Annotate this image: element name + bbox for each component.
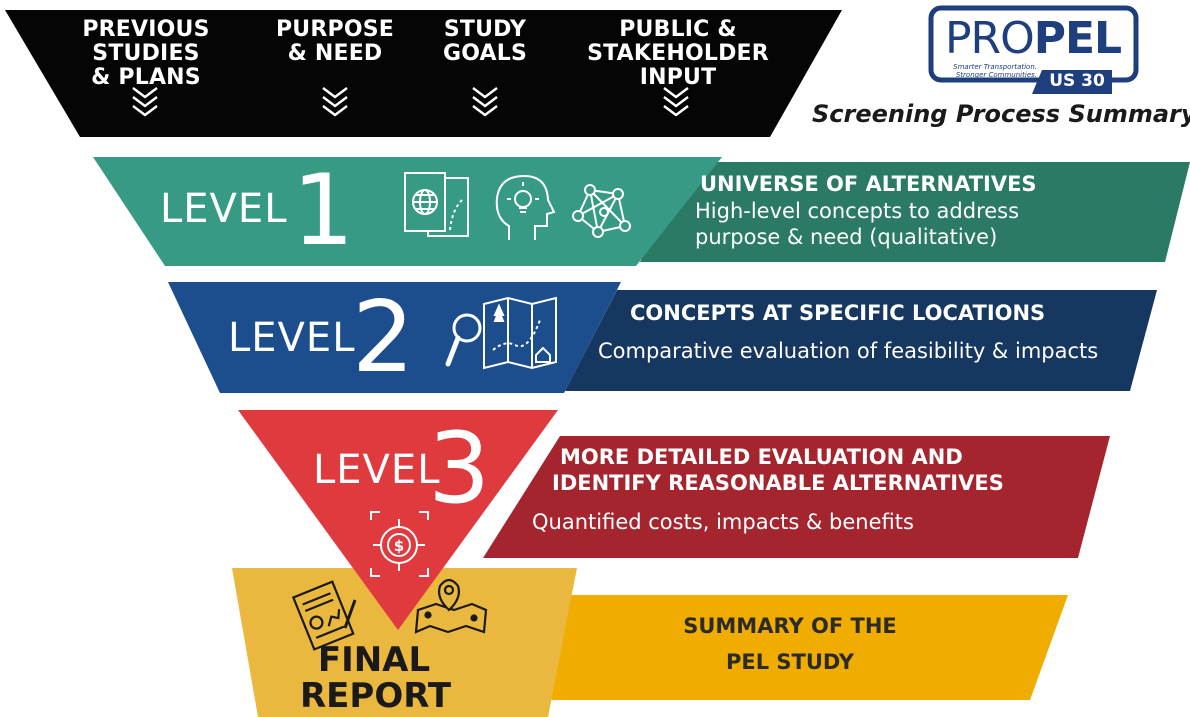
level2-label: LEVEL [228,315,356,361]
brand-name-pro: PRO [945,13,1035,64]
magnifier-icon [445,313,482,367]
final-summary-line: SUMMARY OF THE [683,614,897,638]
final-summary-line: PEL STUDY [725,650,855,674]
final-summary: SUMMARY OF THE PEL STUDY [640,608,940,680]
level3-label: LEVEL [313,447,441,493]
level2-banner [565,290,1157,391]
brand-tagline: Smarter Transportation. Stronger Communi… [935,63,1037,79]
header-band [5,10,842,137]
level3-title-line: IDENTIFY REASONABLE ALTERNATIVES [552,471,1004,495]
header-item-previous-studies: PREVIOUS STUDIES & PLANS [30,18,262,90]
level2-desc: Comparative evaluation of feasibility & … [598,339,1099,363]
chevron-down-icon [322,87,348,117]
dollar-glyph: $ [394,537,404,555]
level3-banner [483,436,1110,558]
tagline-line: Smarter Transportation. [953,63,1037,71]
header-item-line: STUDY [443,17,527,42]
level1-number: 1 [292,154,355,268]
final-report-line: REPORT [300,676,452,716]
final-banner [525,595,1068,700]
target-dollar-icon [370,511,429,577]
level1-title: UNIVERSE OF ALTERNATIVES [700,172,1037,196]
header-item-line: GOALS [442,41,528,66]
header-item-line: STAKEHOLDER INPUT [587,41,769,90]
brand-name-pel: PEL [1033,13,1122,64]
header-item-line: PREVIOUS STUDIES [82,17,210,66]
page-subtitle: Screening Process Summary [812,100,1190,128]
level3-title-line: MORE DETAILED EVALUATION AND [560,445,963,469]
chevron-down-icon [663,87,689,117]
level2-title: CONCEPTS AT SPECIFIC LOCATIONS [630,301,1046,325]
tagline-line: Stronger Communities. [955,71,1037,79]
globe-document-icon [404,172,469,237]
level3-desc: Quantified costs, impacts & benefits [532,510,914,534]
level1-funnel [93,157,722,266]
level1-label: LEVEL [160,186,288,232]
header-item-line: PURPOSE [275,17,395,42]
header-item-line: PUBLIC & [619,17,737,42]
lightbulb-head-icon [495,174,556,240]
level2-number: 2 [352,281,415,395]
level1-desc: High-level concepts to address purpose &… [695,198,1019,250]
network-nodes-icon [572,184,631,238]
header-item-purpose-need: PURPOSE & NEED [270,18,400,66]
brand-route: US 30 [1049,71,1105,91]
level3-title: MORE DETAILED EVALUATION AND IDENTIFY RE… [552,444,1004,496]
level1-banner [640,162,1190,262]
chevron-down-icon [472,87,498,117]
propel-logo [928,5,1139,94]
final-report-line: FINAL [317,640,431,680]
final-report-title: FINAL REPORT [300,640,452,716]
brand-name: PROPEL [945,13,1122,64]
chevron-down-icon [132,87,158,117]
header-item-public-input: PUBLIC & STAKEHOLDER INPUT [548,18,808,90]
header-item-line: & NEED [287,41,383,66]
header-item-study-goals: STUDY GOALS [430,18,540,66]
level1-desc-line: purpose & need (qualitative) [695,225,998,249]
header-item-line: & PLANS [91,65,201,90]
level1-desc-line: High-level concepts to address [695,199,1020,223]
map-pin-icon [414,578,488,634]
folded-map-icon [483,296,557,370]
report-document-icon [291,580,357,651]
level3-number: 3 [428,412,491,526]
